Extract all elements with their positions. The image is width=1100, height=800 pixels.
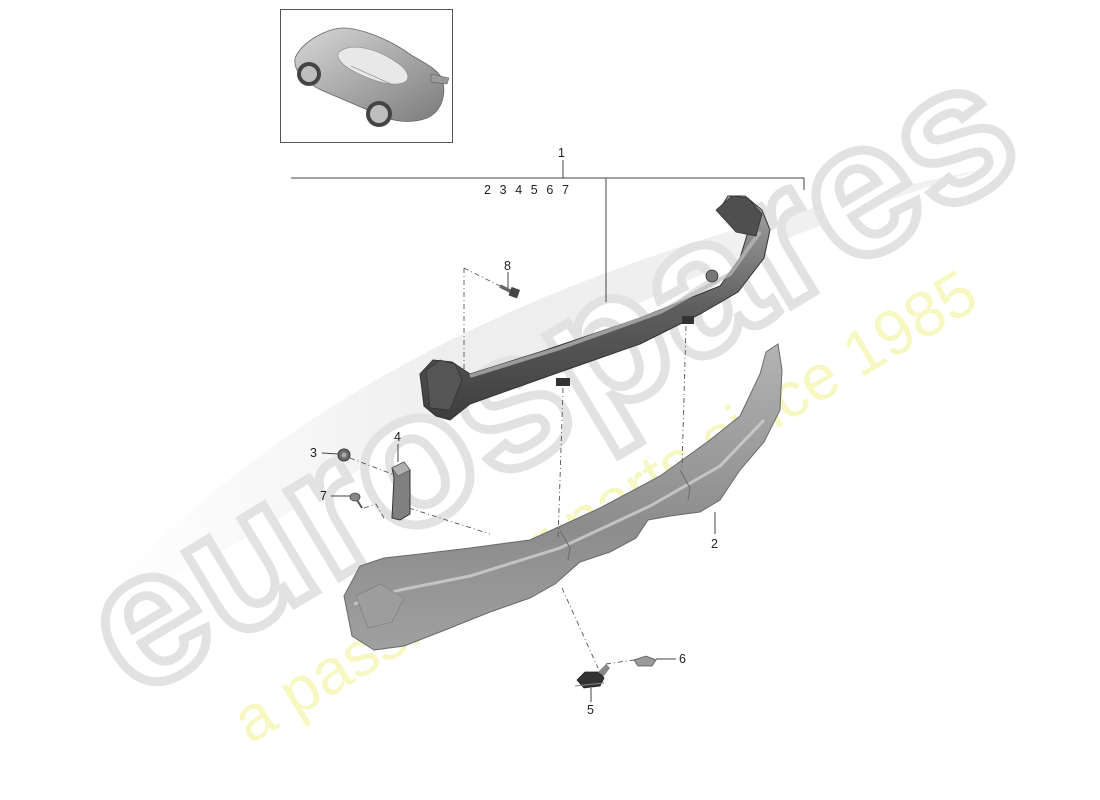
- sub-callout-7[interactable]: 7: [561, 183, 569, 197]
- vehicle-thumbnail: [280, 9, 453, 143]
- nut-part-3: [337, 448, 351, 462]
- bumper-carrier-beam: [419, 195, 771, 421]
- sub-callout-3[interactable]: 3: [499, 183, 507, 197]
- sub-callout-4[interactable]: 4: [515, 183, 523, 197]
- callout-1[interactable]: 1: [558, 146, 565, 160]
- nut-part-6: [633, 655, 657, 667]
- callout-5[interactable]: 5: [587, 703, 594, 717]
- callout-3[interactable]: 3: [310, 446, 317, 460]
- watermark-swoosh: [90, 170, 980, 610]
- callout-6[interactable]: 6: [679, 652, 686, 666]
- impact-absorber: [343, 343, 783, 651]
- bolt-part-8: [499, 284, 521, 299]
- screw-part-7: [349, 492, 363, 509]
- car-icon: [294, 27, 450, 127]
- callout-4[interactable]: 4: [394, 430, 401, 444]
- sub-callout-5[interactable]: 5: [530, 183, 538, 197]
- sub-callout-2[interactable]: 2: [484, 183, 491, 197]
- callout-2[interactable]: 2: [711, 537, 718, 551]
- bracket-part-4: [391, 461, 411, 521]
- callout-8[interactable]: 8: [504, 259, 511, 273]
- callout-7[interactable]: 7: [320, 489, 327, 503]
- clip-part-5: [574, 664, 610, 689]
- sub-callout-6[interactable]: 6: [546, 183, 554, 197]
